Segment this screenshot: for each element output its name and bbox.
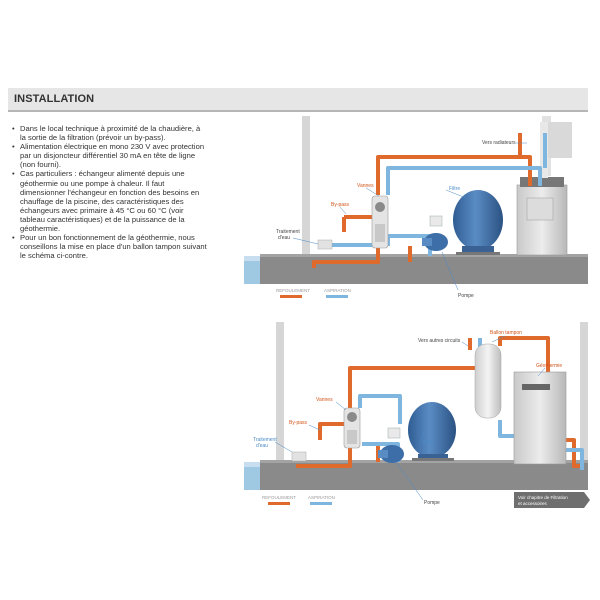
pump — [378, 427, 404, 463]
label-ballon-tampon: Ballon tampon — [490, 330, 522, 336]
bullet-text: Cas particuliers : échangeur alimenté de… — [20, 169, 200, 234]
legend-aspiration-swatch — [310, 502, 332, 505]
refoulement-pipes — [296, 336, 584, 468]
bullet-text: Pour un bon fonctionnement de la géother… — [20, 233, 207, 261]
label-pompe: Pompe — [424, 500, 440, 506]
label-traitement-eau: d'eau — [256, 443, 268, 449]
label-geothermie: Géothermie — [536, 363, 562, 369]
bullet-icon: • — [12, 124, 15, 133]
label-vannes: Vannes — [357, 183, 374, 189]
wall — [580, 322, 588, 464]
label-filtre: Filtre — [449, 186, 460, 192]
legend-refoulement-swatch — [268, 502, 290, 505]
see-filtration-link[interactable]: Voir chapitre de Filtration et accessoir… — [514, 492, 590, 508]
label-by-pass: By-pass — [289, 420, 308, 426]
geothermal-unit — [513, 371, 567, 465]
water-treatment-unit — [317, 239, 333, 250]
legend-refoulement-label: REFOULEMENT — [262, 495, 296, 500]
ground-top — [260, 254, 588, 257]
cta-line-1[interactable]: Voir chapitre de Filtration — [518, 495, 568, 500]
legend-refoulement-swatch — [280, 295, 302, 298]
wall — [302, 116, 310, 256]
bullet-item: • Cas particuliers : échangeur alimenté d… — [12, 169, 208, 233]
callout-lines — [274, 335, 546, 501]
label-vannes: Vannes — [316, 397, 333, 403]
legend-aspiration-label: ASPIRATION — [324, 288, 351, 293]
label-traitement: Traitement — [253, 437, 277, 443]
bullet-icon: • — [12, 233, 15, 243]
label-vers-autres-circuits: Vers autres circuits — [418, 338, 461, 344]
bullet-item: • Dans le local technique à proximité de … — [12, 124, 208, 142]
label-traitement-eau: d'eau — [278, 235, 290, 241]
ground-top — [260, 460, 588, 463]
bullet-icon: • — [12, 142, 15, 152]
section-title: INSTALLATION — [14, 93, 95, 105]
wall — [276, 322, 284, 464]
filter-tank — [408, 402, 456, 461]
legend-refoulement-label: REFOULEMENT — [276, 288, 310, 293]
label-pompe: Pompe — [458, 293, 474, 299]
label-filtre: Filtre — [423, 440, 434, 446]
heat-exchanger — [371, 195, 389, 249]
label-vers-radiateurs: Vers radiateurs — [482, 140, 516, 146]
section-header-bar — [8, 88, 588, 110]
refoulement-pipes — [312, 133, 532, 268]
bullet-item: • Alimentation électrique en mono 230 V a… — [12, 142, 208, 169]
bullet-text: Alimentation électrique en mono 230 V av… — [20, 142, 205, 170]
legend-aspiration-label: ASPIRATION — [308, 495, 335, 500]
label-traitement: Traitement — [276, 229, 300, 235]
pump — [422, 215, 448, 251]
bullet-text: Dans le local technique à proximité de l… — [20, 124, 201, 143]
bullet-item: • Pour un bon fonctionnement de la géothe… — [12, 233, 208, 260]
diagram-1: Vers radiateurs Vannes By-pass Filtre Tr… — [244, 116, 588, 299]
legend-aspiration-swatch — [326, 295, 348, 298]
ground-slab — [260, 254, 588, 284]
water-treatment-unit — [291, 451, 307, 462]
bullet-icon: • — [12, 169, 15, 179]
buffer-tank — [474, 343, 502, 419]
cta-line-2[interactable]: et accessoires — [518, 501, 548, 506]
callout-lines — [292, 142, 527, 291]
filter-tank — [453, 190, 503, 255]
heat-exchanger — [343, 407, 361, 449]
label-by-pass: By-pass — [331, 202, 350, 208]
aspiration-pipes — [358, 338, 584, 470]
diagram-2: Vers autres circuits Ballon tampon Géoth… — [244, 322, 590, 508]
section-divider — [8, 110, 588, 112]
installation-bullet-list: • Dans le local technique à proximité de … — [12, 124, 208, 260]
